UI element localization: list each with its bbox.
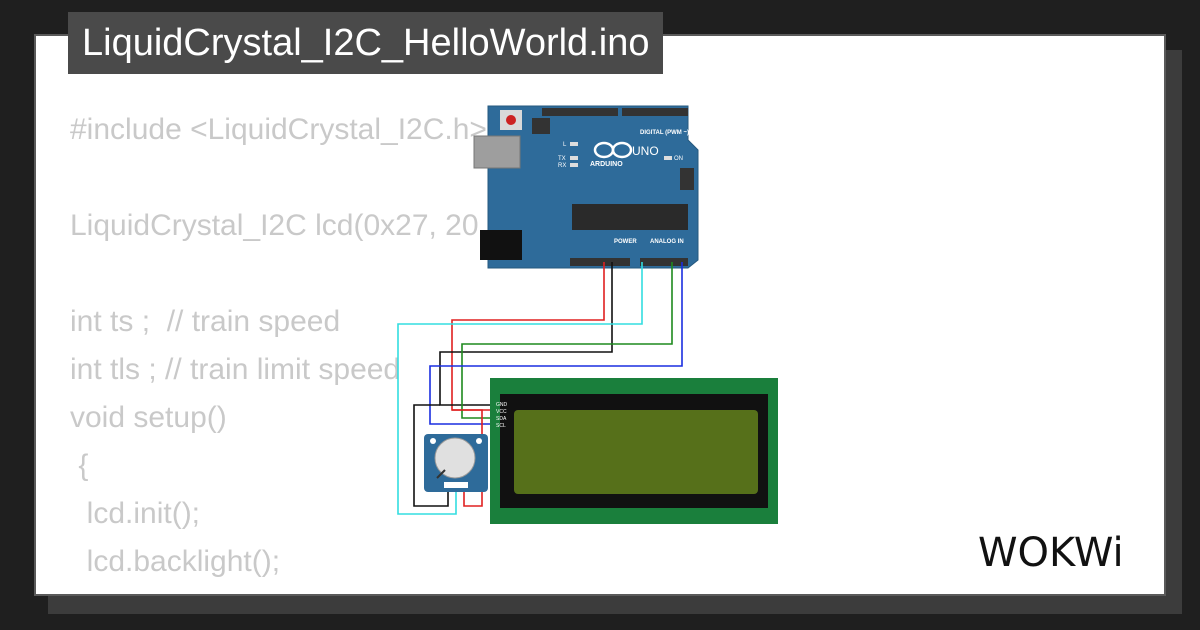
power-jack [480,230,522,260]
arduino-brand: ARDUINO [590,161,623,168]
code-line: int tls ; // train limit speed [70,353,401,386]
code-line: lcd.backlight(); [70,545,281,578]
lcd-screen [514,410,758,494]
analog-header [640,258,688,266]
power-header [570,258,630,266]
led-on [664,156,672,160]
reset-button-cap [506,115,516,125]
digital-label: DIGITAL (PWM ~) [640,130,689,136]
wire-blue [429,262,683,425]
analog-label: ANALOG IN [650,239,684,245]
potentiometer-knob[interactable] [434,437,476,479]
led-l-label: L [563,142,567,148]
code-line: { [70,449,89,482]
wokwi-logo-text: WOKWi [978,530,1124,576]
lcd-pin-scl: SCL [496,423,506,429]
led-rx-label: RX [558,163,566,169]
potentiometer[interactable] [424,434,488,492]
wire-black-pot [413,404,449,507]
arduino-uno-board[interactable]: L TX RX ON ARDUINO UNO DIGITAL (PWM ~) P… [473,105,699,269]
icsp-header-2 [680,168,694,190]
code-line: void setup() [70,401,227,434]
wires [397,262,683,515]
wire-green [461,262,673,419]
lcd-pin-vcc: VCC [496,409,507,415]
lcd-pin-sda: SDA [496,416,507,422]
wokwi-logo: WOKWi [978,530,1124,576]
usb-port [473,135,521,169]
arduino-model: UNO [632,144,659,158]
power-label: POWER [614,239,637,245]
sketch-title: LiquidCrystal_I2C_HelloWorld.ino [68,12,664,74]
digital-header-left [542,108,618,116]
lcd-display[interactable]: GND VCC SDA SCL [490,378,778,524]
infinity-icon [593,141,633,159]
wire-red-pot [452,409,483,507]
wire-black [439,262,613,406]
led-tx [570,156,578,160]
lcd-pin-gnd: GND [496,402,508,408]
wire-cyan [397,262,643,515]
code-line: int ts ; // train speed [70,305,341,338]
led-tx-label: TX [558,156,566,162]
led-l [570,142,578,146]
led-rx [570,163,578,167]
icsp-header [532,118,550,134]
code-line: lcd.init(); [70,497,201,530]
code-line: #include <LiquidCrystal_I2C.h> [70,113,487,146]
on-label: ON [674,156,683,162]
digital-header-right [622,108,688,116]
microcontroller-chip [572,204,688,230]
